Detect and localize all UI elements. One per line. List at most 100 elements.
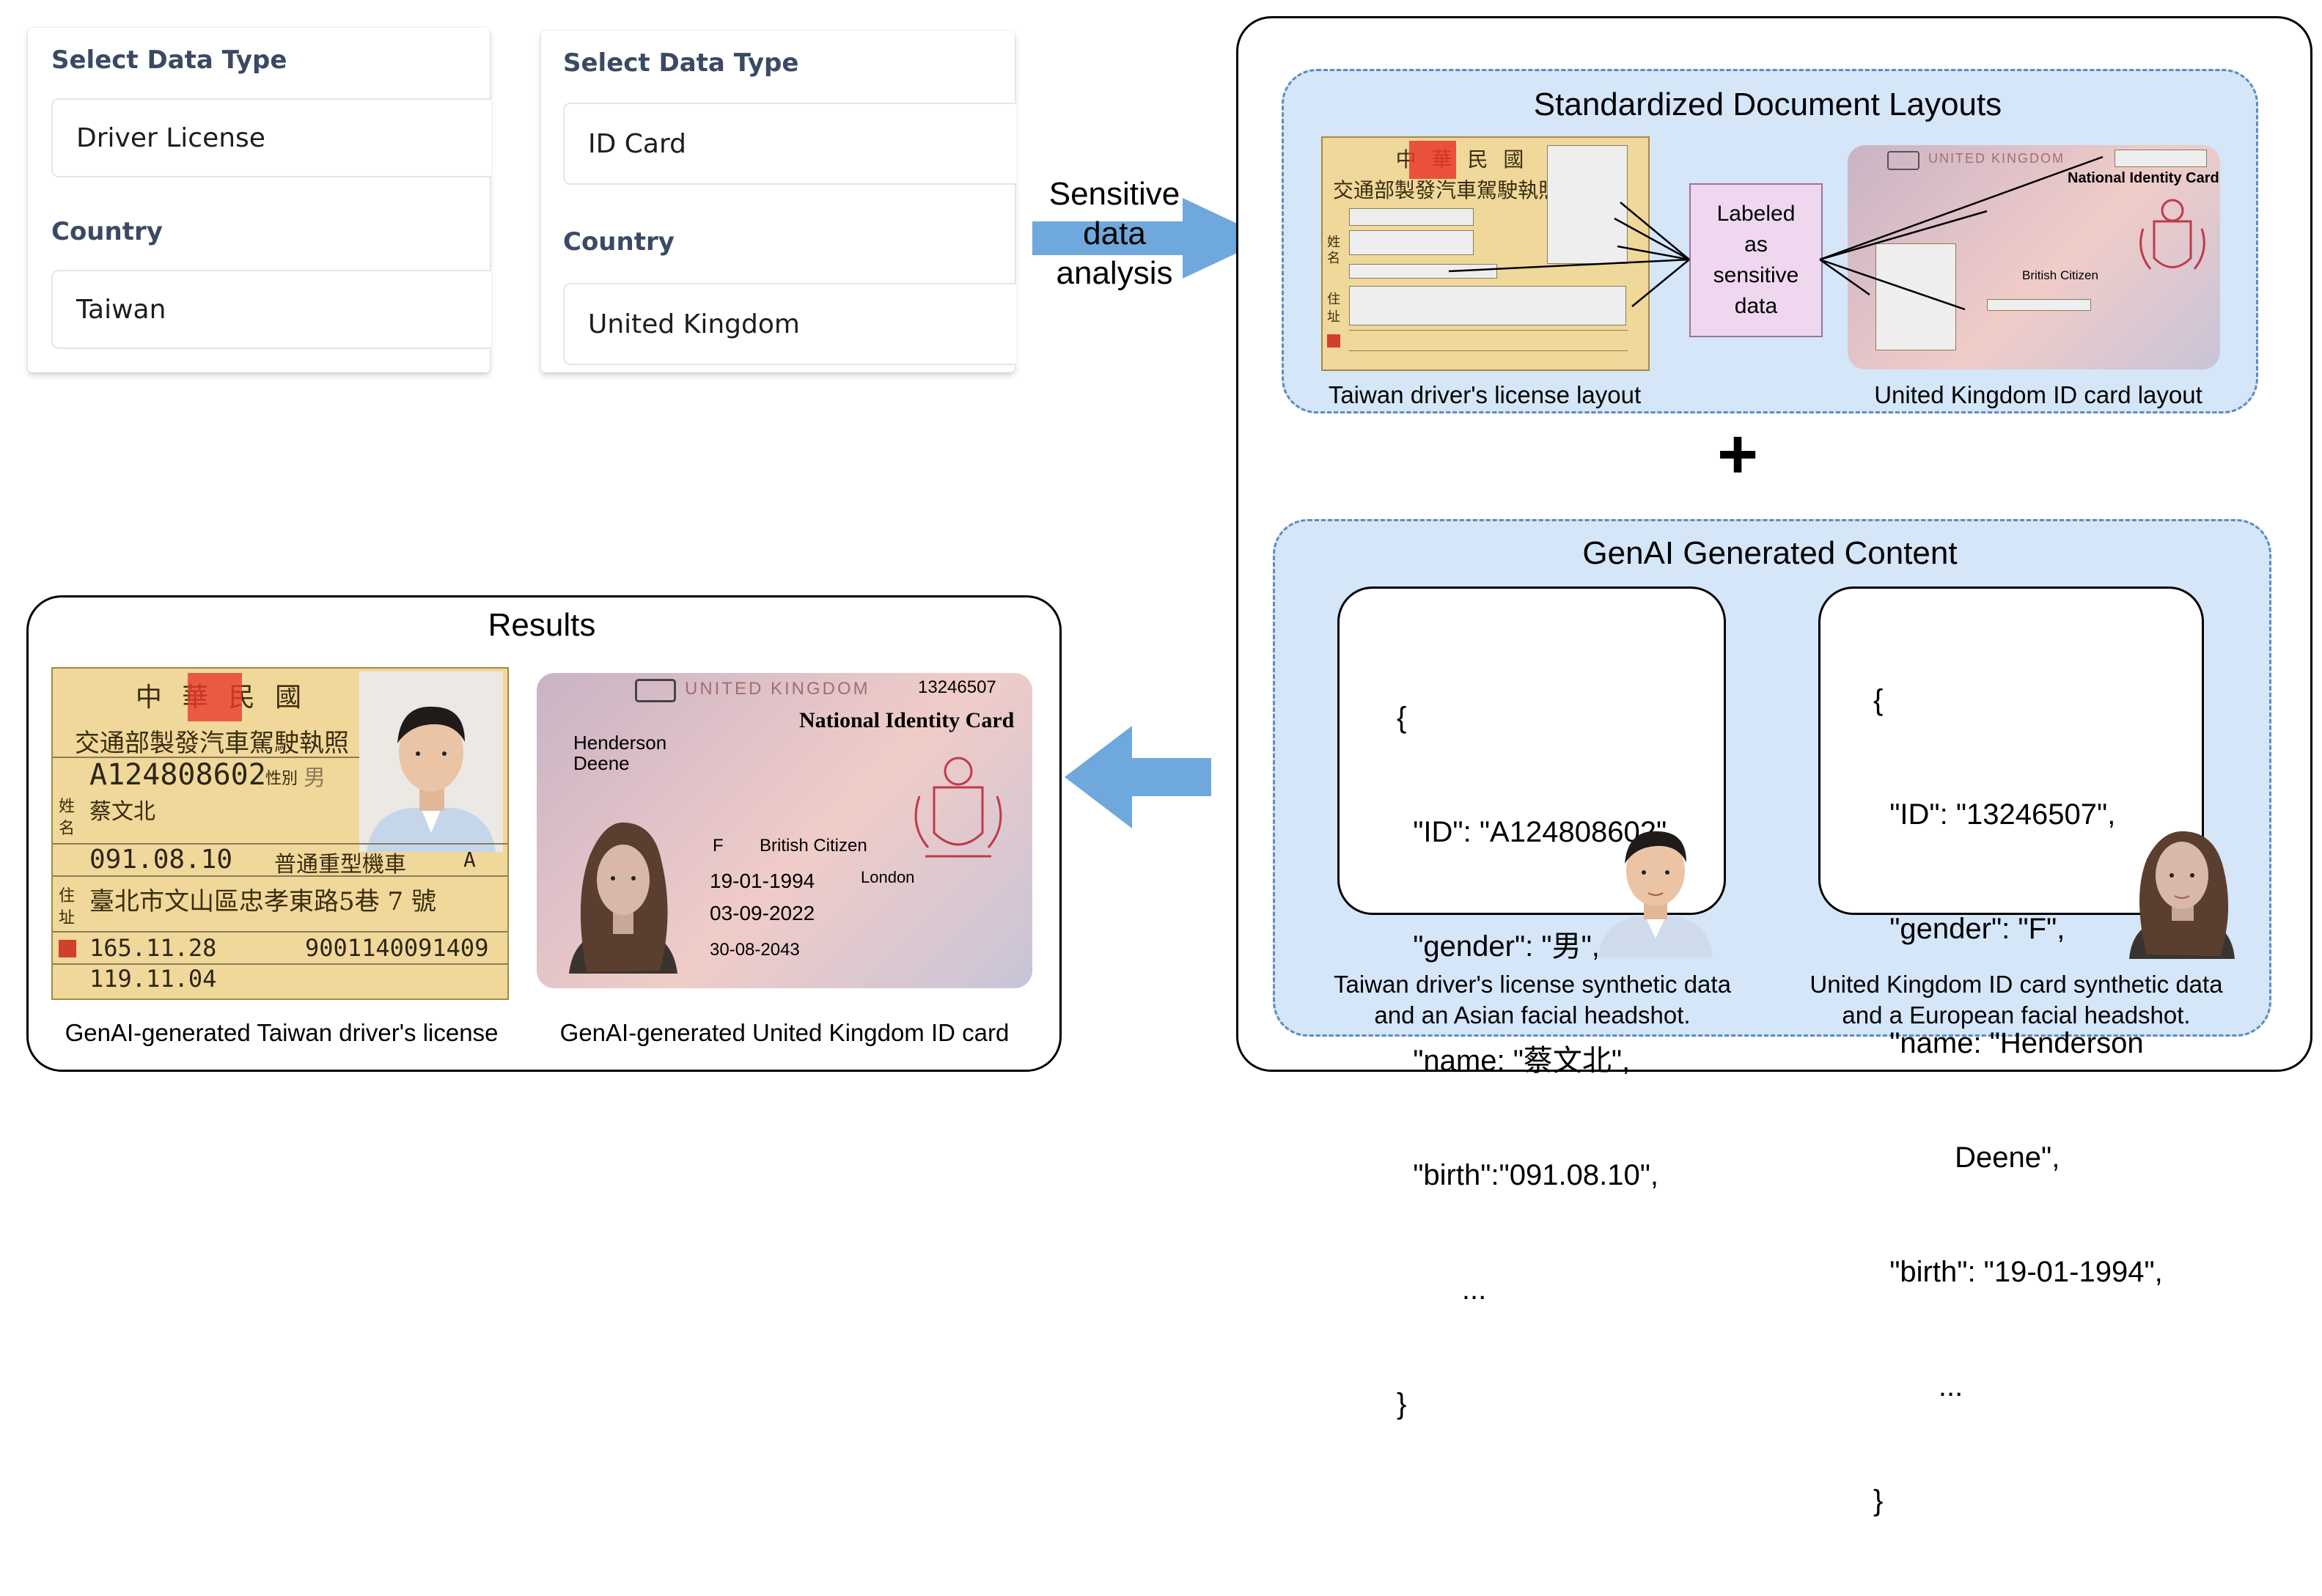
tw-row-line — [53, 875, 507, 877]
tw-side-label: 址 — [59, 909, 76, 927]
tw-row-line — [53, 963, 507, 965]
uk-brand: UNITED KINGDOM — [1928, 151, 2065, 166]
country-field[interactable]: Taiwan — [51, 270, 491, 349]
person-photo-icon — [569, 822, 677, 974]
layout-grid-line — [1349, 350, 1628, 351]
uk-nationality: British Citizen — [760, 836, 867, 856]
connector-lines — [1448, 155, 2104, 311]
labeled-sensitive-box: Labeled as sensitive data — [1689, 183, 1823, 337]
uk-layout-caption: United Kingdom ID card layout — [1874, 381, 2202, 408]
uk-given-name: Deene — [573, 752, 630, 774]
json-line: "name: "Henderson — [1873, 1027, 2144, 1059]
tw-grade: A — [463, 847, 476, 872]
caption-line: and a European facial headshot. — [1842, 1001, 2191, 1029]
photo-placeholder — [1547, 145, 1628, 264]
right-arrow — [1032, 198, 1268, 279]
tw-side-label: 姓 — [59, 798, 76, 816]
select-data-type-label: Select Data Type — [563, 48, 799, 78]
red-stamp-icon — [1327, 334, 1340, 347]
arrow-label: Sensitive data analysis — [1019, 174, 1210, 293]
form-panel-driver-license: Select Data Type Driver License Country … — [28, 28, 491, 372]
uk-synthetic-caption: United Kingdom ID card synthetic data an… — [1774, 969, 2258, 1031]
caption-line: and an Asian facial headshot. — [1374, 1001, 1691, 1029]
uk-photo-placeholder — [1875, 243, 1956, 350]
json-line: "birth":"091.08.10", — [1397, 1159, 1659, 1191]
json-line: { — [1873, 684, 1884, 716]
json-line: "gender": "F", — [1873, 913, 2065, 945]
uk-generated-id-card: UNITED KINGDOM 13246507 National Identit… — [537, 673, 1032, 988]
json-line: Deene", — [1873, 1141, 2060, 1174]
uk-expiry-date: 30-08-2043 — [710, 940, 800, 960]
person-photo-icon — [367, 706, 496, 852]
json-line: } — [1873, 1485, 1884, 1517]
tw-side-label: 名 — [1327, 251, 1340, 266]
tw-side-label: 住 — [59, 887, 76, 905]
tw-result-caption: GenAI-generated Taiwan driver's license — [65, 1019, 499, 1046]
plus-sign: + — [1716, 415, 1759, 493]
country-label: Country — [563, 227, 675, 257]
number-field-box — [2115, 150, 2207, 167]
standardized-layouts-title: Standardized Document Layouts — [1533, 87, 2002, 122]
uk-json-text: { "ID": "13246507", "gender": "F", "name… — [1873, 605, 2163, 1596]
labeled-line: as — [1744, 232, 1768, 257]
chip-icon — [1887, 151, 1919, 170]
uk-photo — [565, 805, 682, 974]
name-field-box — [1349, 230, 1474, 255]
tw-synthetic-caption: Taiwan driver's license synthetic data a… — [1290, 969, 1774, 1031]
seal-icon — [188, 673, 242, 721]
tw-side-label: 名 — [59, 820, 76, 838]
data-type-field[interactable]: ID Card — [563, 103, 1016, 185]
tw-generated-license: 中 華 民 國 交通部製發汽車駕駛執照 A124808602 性別 男 蔡文北 … — [51, 667, 509, 1000]
tw-side-label: 住 — [1327, 292, 1340, 307]
crest-icon — [914, 757, 1002, 858]
genai-content-title: GenAI Generated Content — [1582, 535, 1958, 571]
tw-issue-date: 165.11.28 — [89, 934, 217, 962]
tw-id: A124808602 — [89, 758, 266, 792]
birth-field-box — [1987, 299, 2091, 311]
tw-json-text: { "ID": "A124808602", "gender": "男", "na… — [1397, 622, 1675, 1499]
uk-sex: F — [713, 836, 724, 856]
uk-birth-date: 19-01-1994 — [710, 869, 815, 892]
select-data-type-label: Select Data Type — [51, 45, 287, 75]
tw-row-line — [53, 931, 507, 933]
crest-icon — [2139, 199, 2205, 270]
id-field-box — [1349, 208, 1474, 226]
tw-license-number: 9001140091409 — [305, 934, 489, 962]
uk-brand: UNITED KINGDOM — [685, 679, 870, 699]
arrow-label-line: analysis — [1056, 255, 1173, 291]
json-line: "gender": "男", — [1397, 930, 1600, 963]
json-line: "birth": "19-01-1994", — [1873, 1256, 2163, 1288]
tw-gender-label: 性別 — [265, 770, 298, 788]
country-label: Country — [51, 217, 163, 246]
json-line: } — [1397, 1388, 1407, 1420]
json-line: "ID": "13246507", — [1873, 798, 2116, 831]
results-title: Results — [488, 607, 596, 643]
arrow-label-line: Sensitive — [1048, 176, 1180, 212]
european-headshot-icon — [2129, 831, 2235, 959]
tw-expiry-date: 119.11.04 — [89, 965, 217, 993]
tw-photo — [359, 672, 503, 852]
country-field[interactable]: United Kingdom — [563, 283, 1016, 365]
tw-row-line — [53, 757, 359, 758]
caption-line: Taiwan driver's license synthetic data — [1334, 971, 1731, 998]
uk-result-caption: GenAI-generated United Kingdom ID card — [559, 1019, 1010, 1046]
taiwan-layout-caption: Taiwan driver's license layout — [1328, 381, 1642, 408]
labeled-line: Labeled — [1716, 202, 1796, 226]
uk-card-title: National Identity Card — [799, 708, 1015, 732]
red-stamp-icon — [59, 940, 76, 957]
tw-birth: 091.08.10 — [89, 845, 233, 875]
seal-icon — [1409, 141, 1456, 179]
json-line: "name: "蔡文北", — [1397, 1045, 1631, 1077]
uk-layout-title: National Identity Card — [2068, 170, 2219, 186]
address-field-box — [1349, 286, 1626, 326]
tw-gender: 男 — [304, 765, 326, 791]
data-type-field[interactable]: Driver License — [51, 98, 491, 177]
tw-layout-subheader: 交通部製發汽車駕駛執照 — [1333, 178, 1559, 202]
form-panel-id-card: Select Data Type ID Card Country United … — [541, 31, 1016, 372]
chip-icon — [635, 679, 676, 702]
labeled-line: sensitive — [1713, 263, 1799, 287]
json-line: { — [1397, 702, 1407, 734]
labeled-line: data — [1734, 294, 1778, 318]
tw-row-line — [53, 843, 507, 845]
arrow-label-line: data — [1083, 216, 1146, 251]
